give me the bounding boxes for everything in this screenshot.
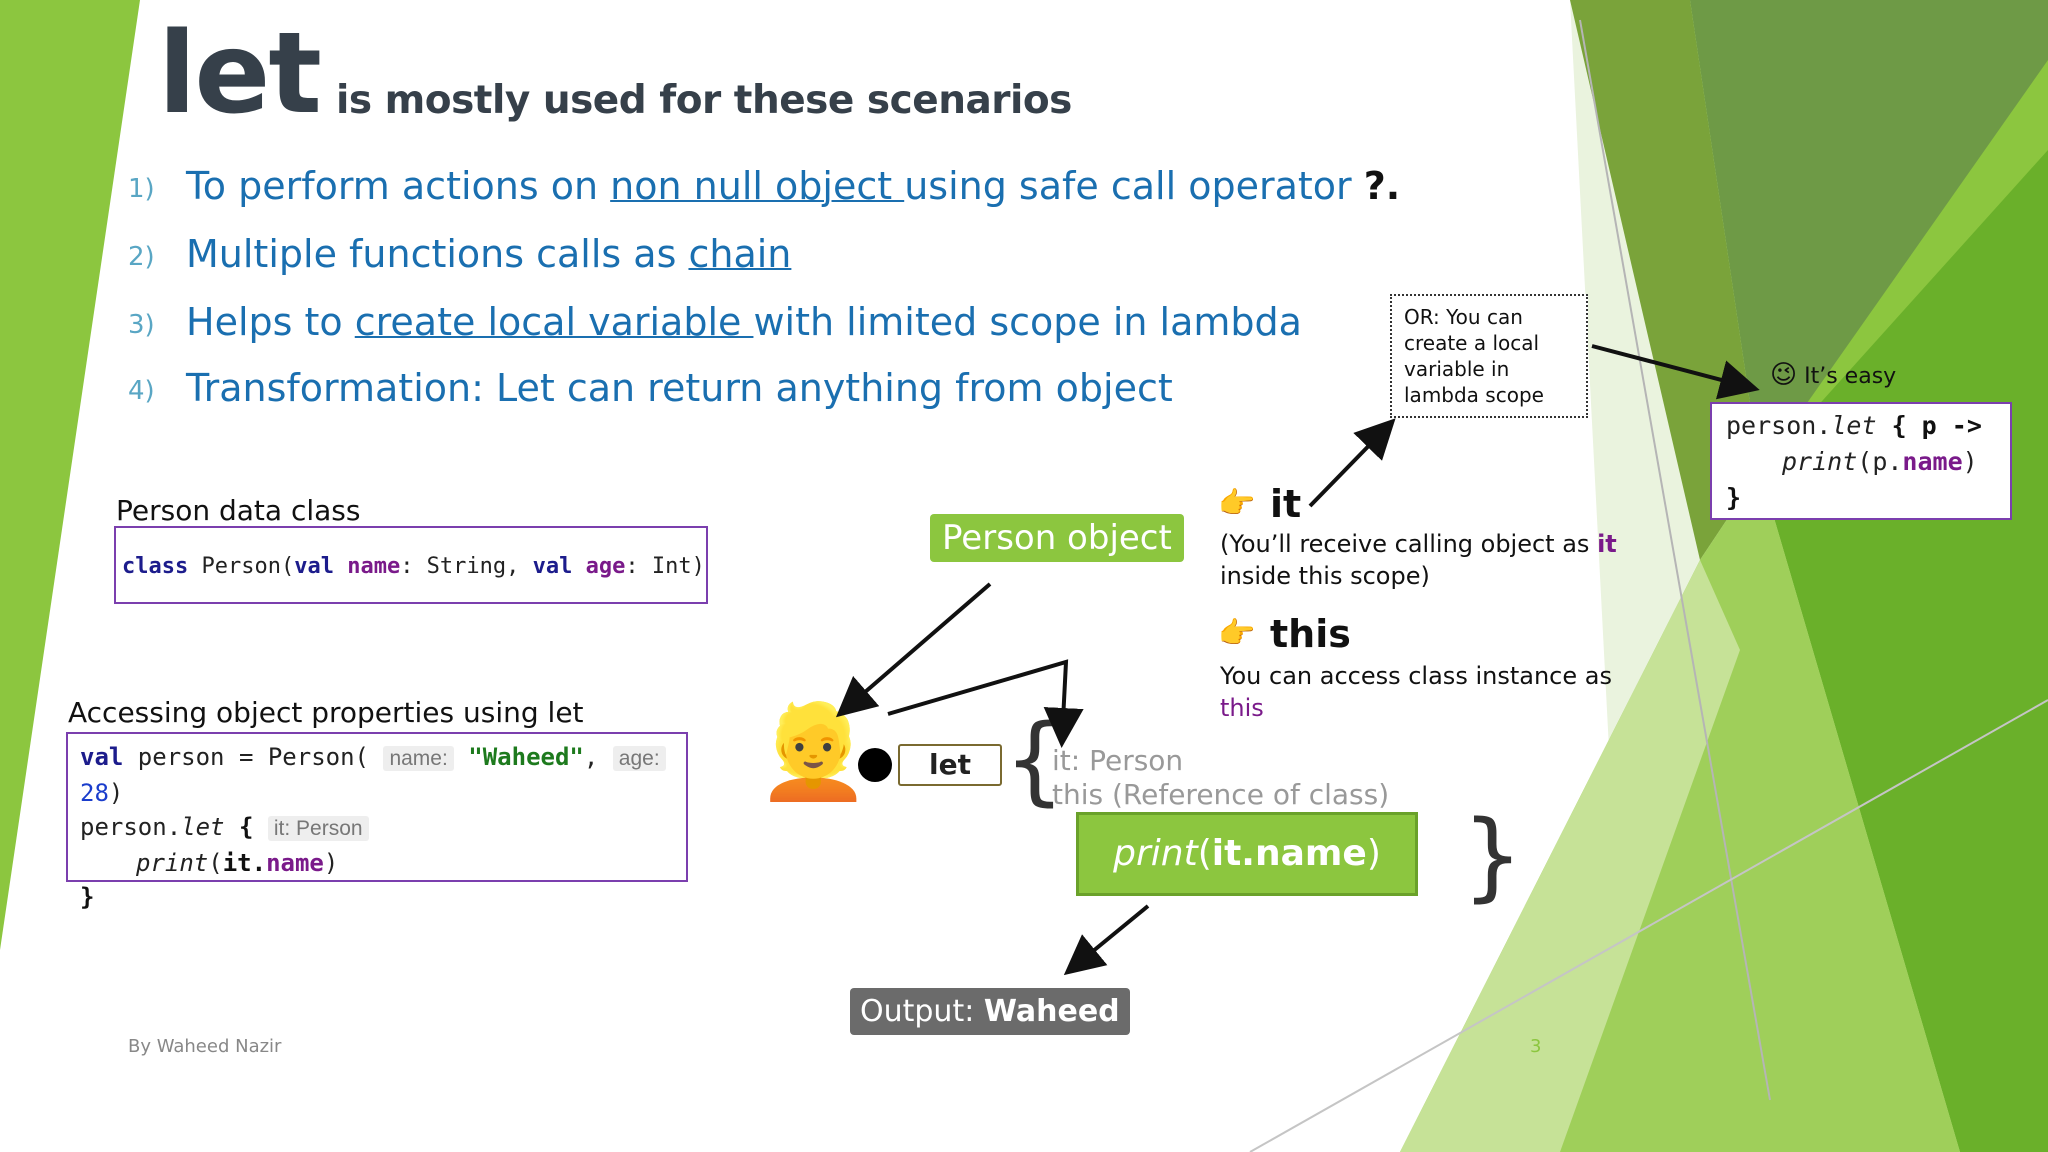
easy-code-line-2: print(p.name) (1782, 447, 1978, 476)
accessing-label: Accessing object properties using let (68, 696, 584, 729)
footer-author: By Waheed Nazir (128, 1036, 282, 1057)
title-subtitle: is mostly used for these scenarios (336, 78, 1072, 123)
person-avatar: 👱 (756, 698, 871, 805)
pointing-hand-icon: 👉 (1218, 486, 1256, 521)
thin-line-1 (1579, 19, 1771, 1101)
easy-code-line-1: person.let { p -> (1726, 411, 1982, 440)
right-light-shape (1400, 560, 1740, 1152)
local-variable-note: OR: You can create a local variable in l… (1390, 294, 1588, 418)
bullet-3: 3)Helps to create local variable with li… (128, 300, 1302, 344)
code-line-1: val person = Person( name: "Waheed", age… (80, 740, 674, 810)
person-class-code-box: class Person(val name: String, val age: … (114, 526, 708, 604)
bullet-number: 1) (128, 173, 155, 204)
close-brace: } (1462, 800, 1524, 912)
this-line: this (Reference of class) (1052, 778, 1390, 811)
this-description: You can access class instance as this (1220, 662, 1612, 722)
bullet-2: 2)Multiple functions calls as chain (128, 232, 792, 276)
arrow-avatar-to-scope (887, 659, 1084, 748)
code-line-4: } (80, 883, 95, 911)
arrow-it-to-note (1308, 418, 1396, 508)
dot-icon (858, 748, 892, 782)
output-tag: Output: Waheed (850, 988, 1130, 1035)
code-line-2: person.let { it: Person (80, 810, 674, 846)
person-object-tag: Person object (930, 514, 1184, 562)
title-keyword: let (158, 9, 322, 139)
let-tag: let (898, 744, 1002, 786)
it-line: it: Person (1052, 744, 1184, 777)
bullet-4: 4)Transformation: Let can return anythin… (128, 366, 1173, 410)
this-title: this (1270, 612, 1351, 656)
easy-code-line-3: } (1726, 483, 1742, 512)
right-darkgreen-shape (1760, 150, 2048, 1152)
thin-line-2 (1249, 699, 2048, 1152)
bullet-number: 4) (128, 375, 155, 406)
left-green-stripe (0, 0, 140, 950)
right-top-shape (1690, 0, 2048, 470)
easy-code-box: person.let { p -> print(p.name) } (1710, 402, 2012, 520)
bullet-number: 2) (128, 241, 155, 272)
footer-page-number: 3 (1530, 1036, 1542, 1057)
it-title: it (1270, 482, 1302, 526)
person-class-label: Person data class (116, 494, 361, 527)
pointing-hand-icon: 👉 (1218, 616, 1256, 651)
arrow-person-to-avatar (835, 582, 992, 718)
wink-icon: 😉 (1770, 360, 1798, 390)
arrow-note-to-easy (1591, 344, 1760, 400)
easy-label: 😉 It’s easy (1770, 360, 1897, 390)
print-box: print(it.name) (1076, 812, 1418, 896)
bullet-1: 1)To perform actions on non null object … (128, 164, 1401, 208)
arrow-print-to-output (1063, 904, 1150, 976)
accessing-code-box: val person = Person( name: "Waheed", age… (66, 732, 688, 911)
it-description: (You’ll receive calling object as it ins… (1220, 530, 1617, 590)
bullet-number: 3) (128, 309, 155, 340)
code-line-3: print(it.name) (136, 849, 339, 877)
